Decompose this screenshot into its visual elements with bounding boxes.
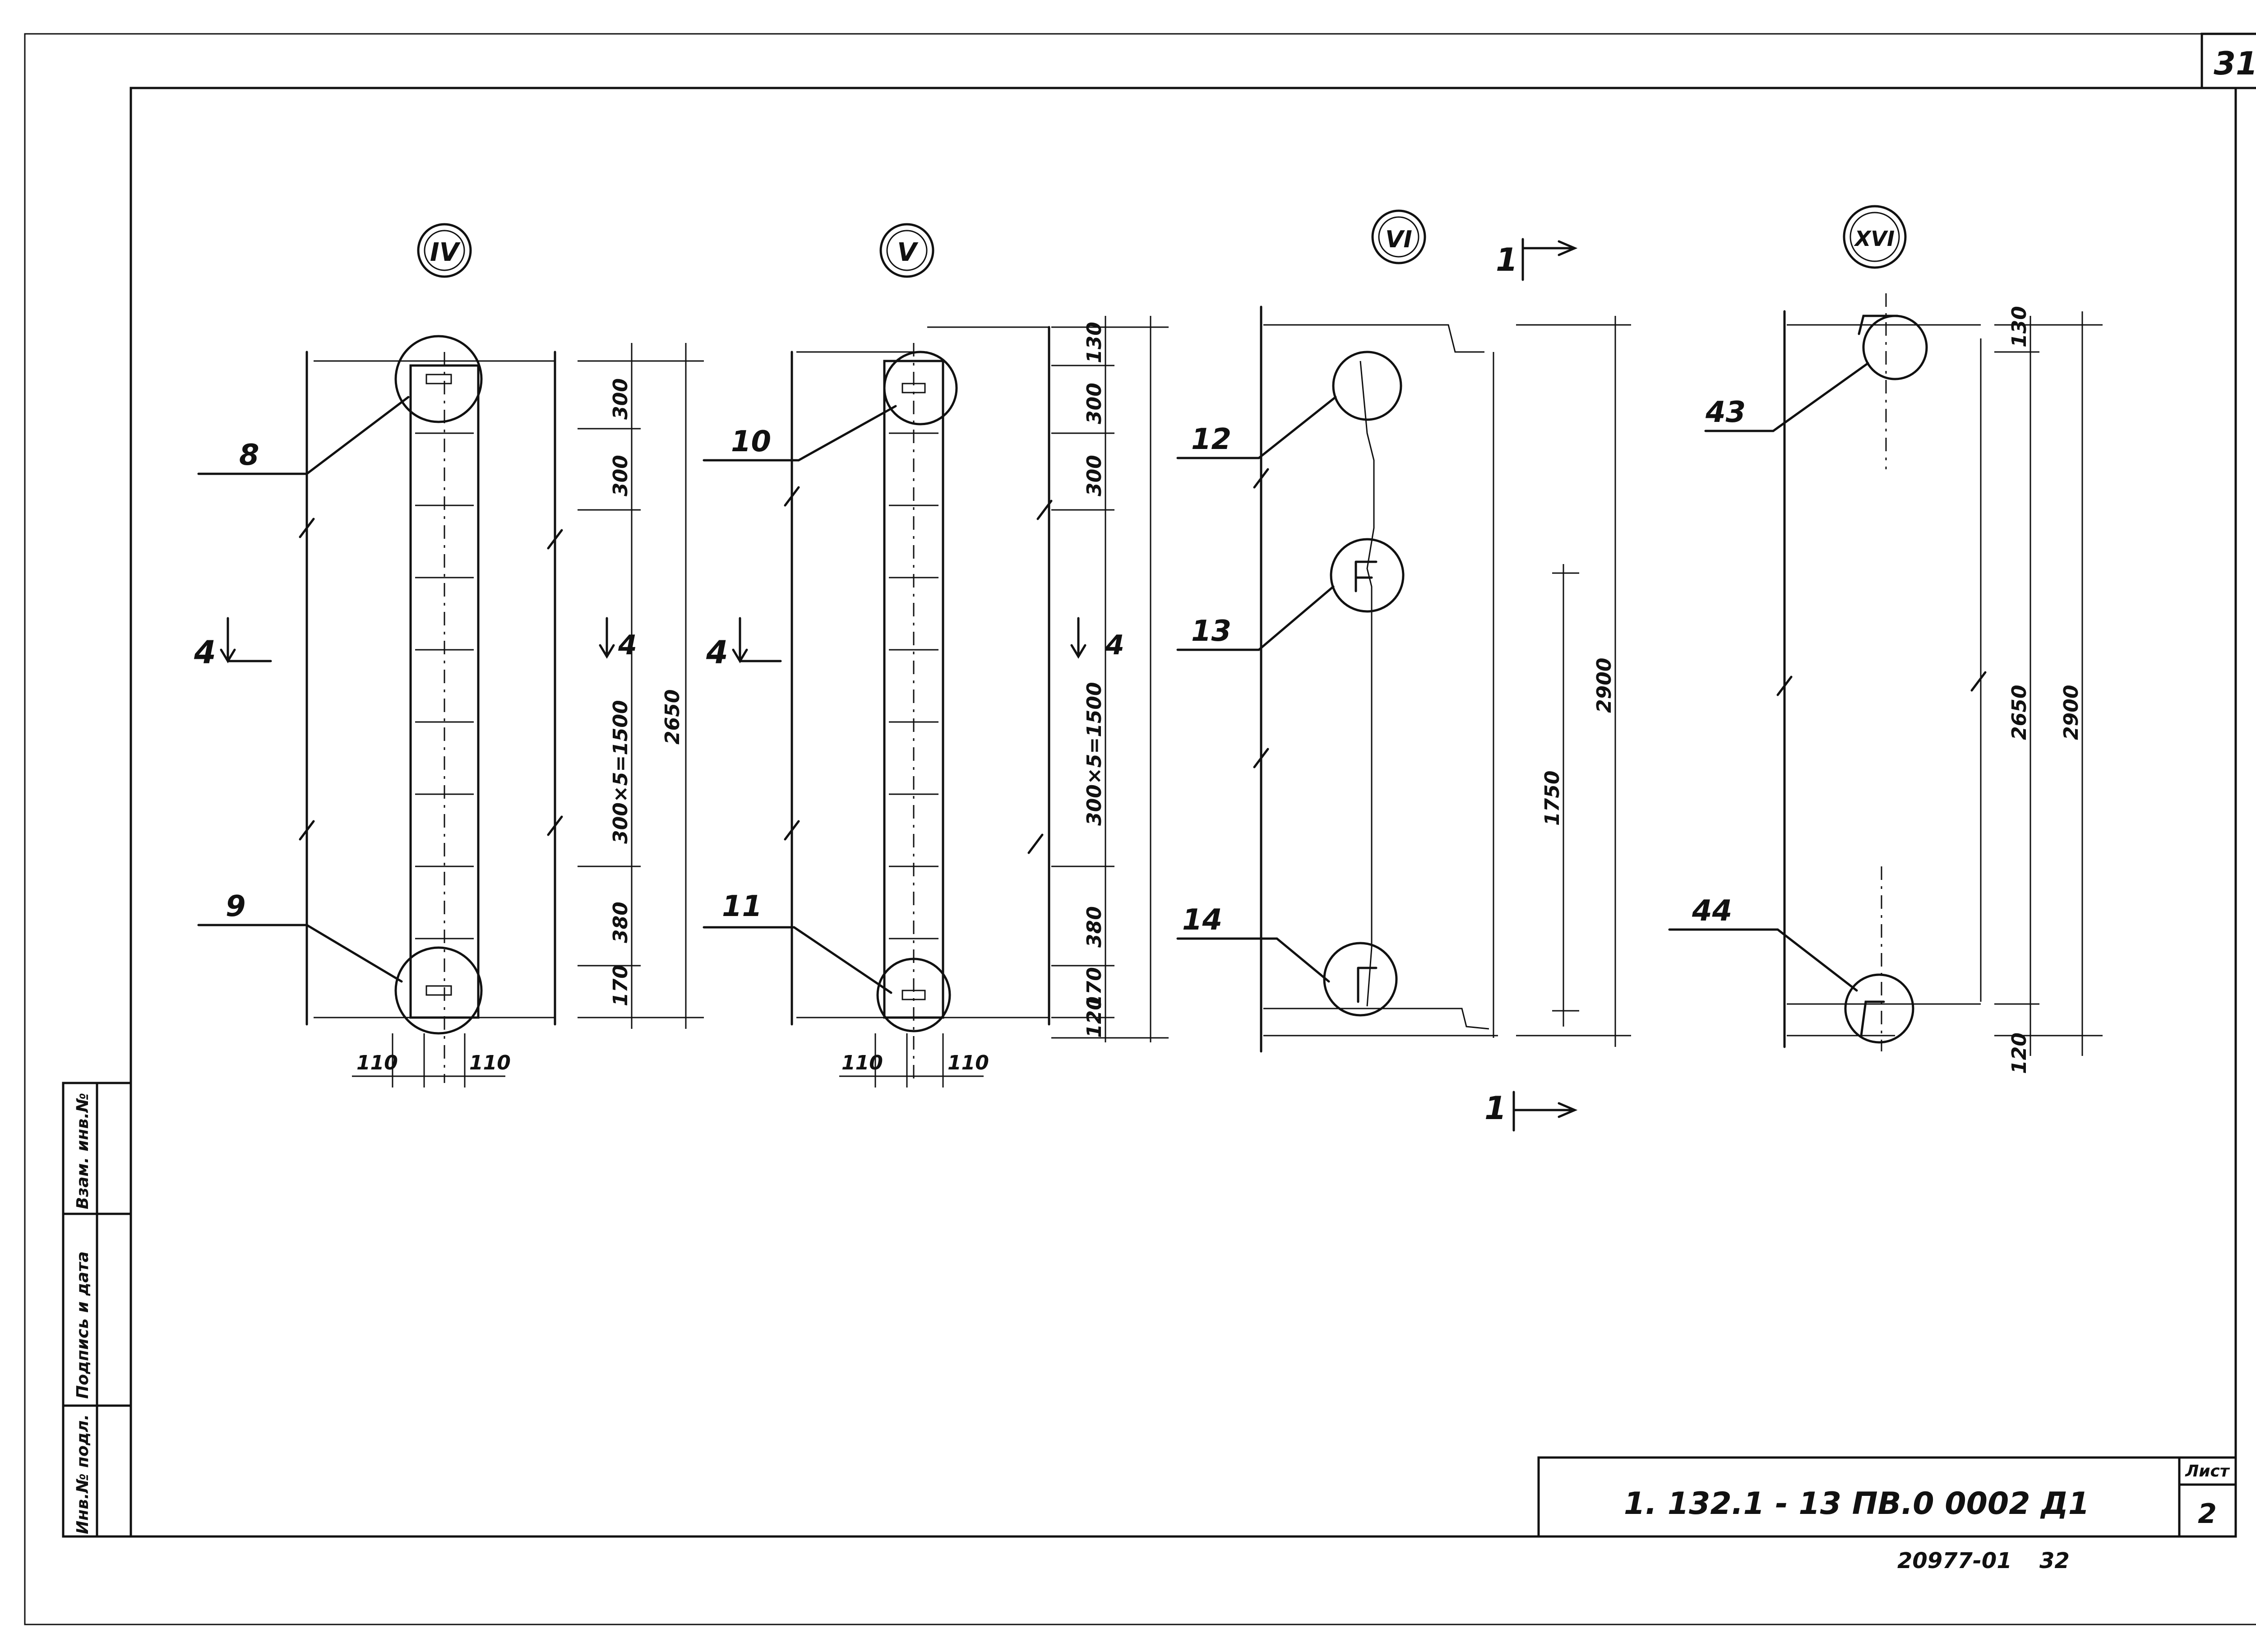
side-stamp-replacement: Взам. инв.№ bbox=[74, 1093, 92, 1209]
dim-v-110-left: 110 bbox=[841, 1051, 883, 1074]
dim-vi-1750: 1750 bbox=[1541, 771, 1564, 826]
view-xvi-label: XVI bbox=[1854, 227, 1895, 251]
dim-v-170: 170 bbox=[1083, 967, 1106, 1009]
dim-iv-170: 170 bbox=[609, 965, 632, 1006]
corner-number-box: 31 bbox=[2201, 32, 2256, 89]
dim-v-300-b: 300 bbox=[1083, 455, 1106, 496]
callout-9: 9 bbox=[226, 890, 246, 923]
dim-xvi-2900: 2900 bbox=[2060, 685, 2083, 740]
dim-xvi-130: 130 bbox=[2008, 306, 2031, 347]
section-4-right-iv: 4 bbox=[618, 629, 637, 661]
callout-43: 43 bbox=[1705, 396, 1746, 429]
section-4-right-v: 4 bbox=[1105, 629, 1124, 661]
dim-v-1500: 300×5=1500 bbox=[1083, 682, 1106, 826]
dim-iv-110-right: 110 bbox=[469, 1051, 511, 1074]
dim-iv-300-a: 300 bbox=[609, 378, 632, 420]
callout-14: 14 bbox=[1182, 903, 1222, 937]
dim-v-380: 380 bbox=[1083, 906, 1106, 948]
dim-xvi-2650: 2650 bbox=[2008, 685, 2031, 740]
view-v-label: V bbox=[897, 238, 919, 267]
view-iv: IV 8 9 4 4 300 300 300×5=1500 380 170 bbox=[194, 223, 704, 1087]
dim-iv-300-b: 300 bbox=[609, 455, 632, 496]
dim-xvi-120: 120 bbox=[2008, 1032, 2031, 1074]
callout-11: 11 bbox=[722, 890, 762, 923]
side-stamp-inventory: Инв.№ подл. bbox=[74, 1414, 92, 1534]
section-4-left-iv: 4 bbox=[194, 634, 216, 671]
view-iv-label: IV bbox=[430, 238, 461, 267]
inventory-number: 20977-01 bbox=[1897, 1548, 2012, 1573]
callout-8: 8 bbox=[239, 439, 259, 472]
dim-v-300-a: 300 bbox=[1083, 383, 1106, 424]
dim-v-130: 130 bbox=[1083, 322, 1106, 363]
dim-vi-2900: 2900 bbox=[1593, 658, 1616, 713]
sheet-label: Лист bbox=[2185, 1462, 2230, 1481]
view-vi-label: VI bbox=[1385, 226, 1412, 253]
drawing-designation: 1. 132.1 - 13 ПВ.0 0002 Д1 bbox=[1624, 1486, 2090, 1522]
dim-iv-380: 380 bbox=[609, 902, 632, 943]
view-v: V 10 11 4 4 130 300 300 300×5=1500 380 1… bbox=[703, 223, 1169, 1087]
callout-13: 13 bbox=[1191, 615, 1231, 648]
callout-12: 12 bbox=[1191, 423, 1231, 456]
callout-44: 44 bbox=[1692, 894, 1732, 928]
dim-v-120: 120 bbox=[1083, 996, 1106, 1038]
view-xvi: XVI 43 44 130 2650 2900 120 bbox=[1668, 205, 2103, 1074]
outer-frame bbox=[24, 33, 2256, 1625]
side-stamp-signature: Подпись и дата bbox=[74, 1251, 92, 1399]
view-vi: VI 12 13 14 1 1 1750 2900 bbox=[1176, 209, 1631, 1132]
dim-iv-2650: 2650 bbox=[661, 689, 684, 745]
dim-iv-110-left: 110 bbox=[356, 1051, 398, 1074]
section-4-left-v: 4 bbox=[706, 634, 728, 671]
sheet-number: 2 bbox=[2198, 1498, 2217, 1530]
side-stamp: Инв.№ подл. Подпись и дата Взам. инв.№ bbox=[62, 1082, 132, 1538]
title-block: Лист 2 1. 132.1 - 13 ПВ.0 0002 Д1 20977-… bbox=[1537, 1456, 2237, 1573]
dim-iv-1500: 300×5=1500 bbox=[609, 700, 632, 844]
inventory-page: 32 bbox=[2039, 1548, 2070, 1573]
corner-number: 31 bbox=[2214, 45, 2256, 82]
callout-10: 10 bbox=[731, 425, 771, 458]
inner-frame bbox=[129, 87, 2237, 1538]
section-1-bottom: 1 bbox=[1484, 1090, 1507, 1127]
dim-v-110-right: 110 bbox=[948, 1051, 989, 1074]
section-1-top: 1 bbox=[1496, 241, 1518, 278]
